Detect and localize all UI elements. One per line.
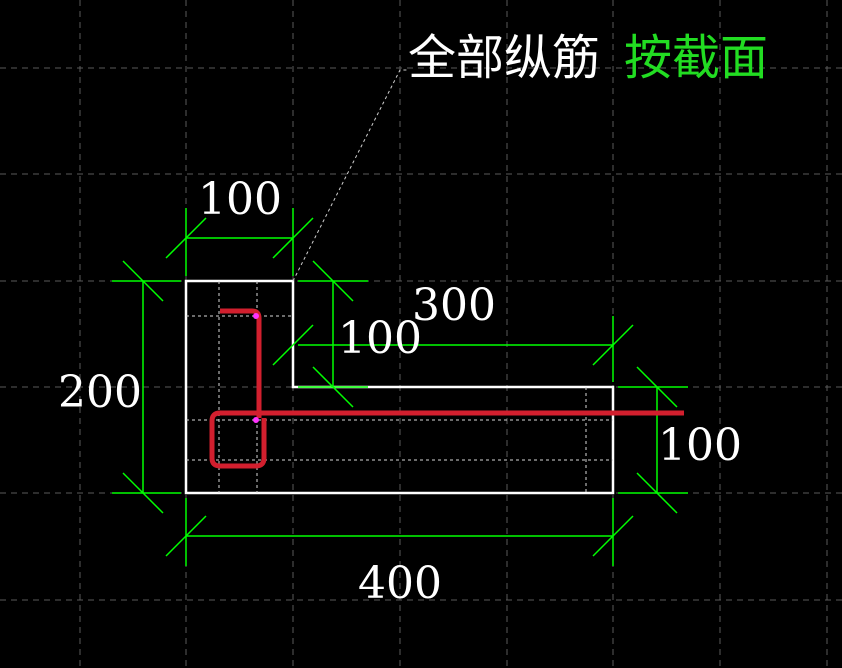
rebar-stirrup bbox=[209, 410, 684, 469]
dim-step-height: 100 bbox=[338, 313, 422, 364]
rebar-guide-lines bbox=[186, 281, 613, 493]
rebar-marker-mid bbox=[253, 417, 259, 423]
dim-step-width: 300 bbox=[412, 280, 496, 331]
rebar-top-hook bbox=[220, 308, 262, 418]
section-title: 全部纵筋 按截面 bbox=[408, 30, 768, 86]
leader-line bbox=[292, 69, 408, 282]
dim-right-height: 100 bbox=[658, 420, 742, 471]
rebar-marker-top bbox=[253, 313, 259, 319]
title-by-section: 按截面 bbox=[624, 30, 768, 86]
dim-total-width: 400 bbox=[358, 558, 442, 609]
dim-top-width: 100 bbox=[198, 174, 282, 225]
dim-total-height: 200 bbox=[58, 367, 142, 418]
title-all-rebars: 全部纵筋 bbox=[408, 30, 600, 86]
dimension-lines bbox=[112, 208, 688, 566]
